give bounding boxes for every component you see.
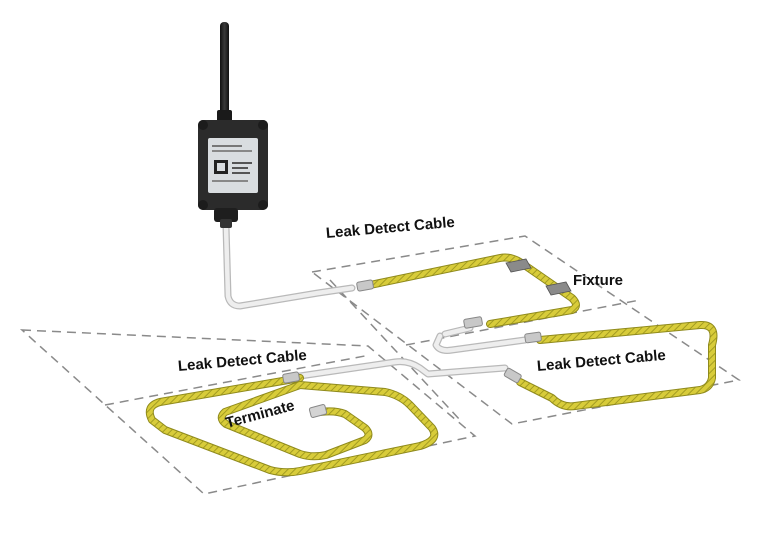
zone-divider-right — [405, 299, 641, 346]
zone-left-room — [19, 329, 477, 495]
connector — [503, 367, 522, 384]
label-fixture: Fixture — [573, 272, 624, 289]
zone-divider-mid — [329, 279, 461, 421]
antenna-icon — [220, 22, 229, 122]
connector — [524, 331, 542, 344]
lead-cable — [222, 222, 529, 380]
fixture-clip — [505, 258, 532, 273]
fixture-clip — [545, 281, 572, 296]
terminator — [308, 404, 328, 418]
connector — [463, 316, 483, 329]
connector — [282, 371, 300, 384]
connector — [356, 279, 374, 292]
leak-detect-cables — [145, 253, 718, 477]
connectors — [282, 279, 542, 418]
fixtures — [505, 258, 572, 296]
sensor-device — [198, 22, 268, 228]
